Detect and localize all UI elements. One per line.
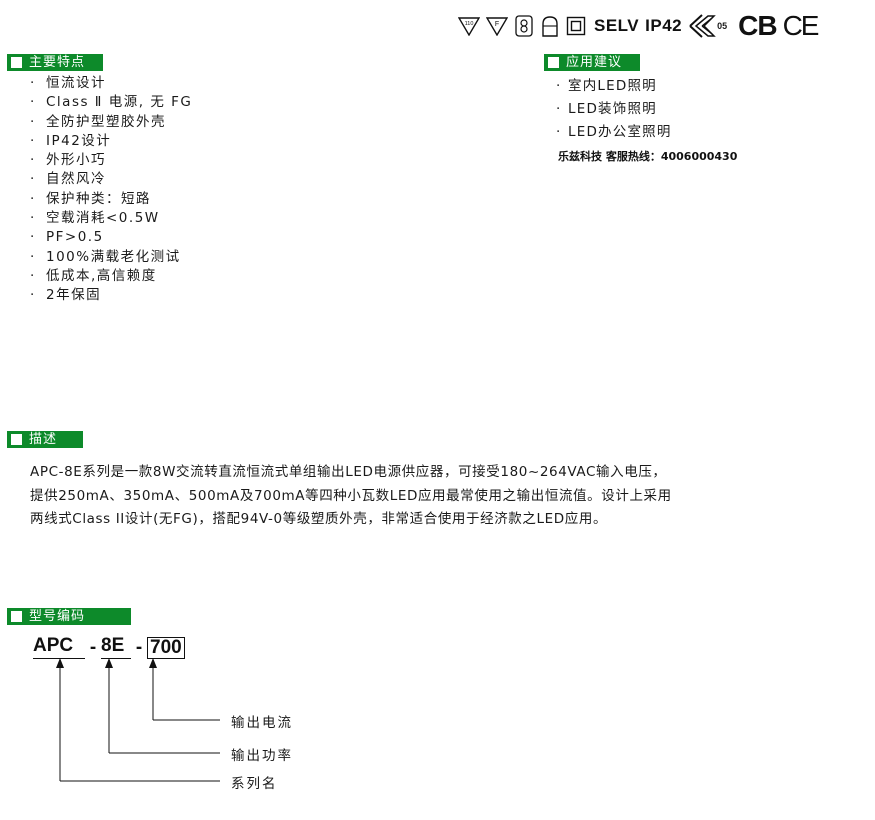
selv-mark: SELV (594, 16, 640, 35)
emc-mark-suffix: 05 (717, 21, 728, 31)
list-item: ·PF>0.5 (30, 229, 104, 246)
list-item: ·IP42设计 (30, 132, 112, 149)
list-item: ·低成本,高信赖度 (30, 267, 157, 284)
cb-mark: CB (738, 10, 777, 41)
model-series-segment: APC (33, 635, 85, 659)
model-code-connector-lines (56, 658, 220, 782)
list-item: ·自然风冷 (30, 171, 106, 188)
certification-marks: 110 F SELV IP42 05 (458, 10, 820, 42)
applications-section-header: 应用建议 (544, 54, 640, 71)
tri1-label: 110 (465, 21, 474, 27)
list-item: ·100%满载老化测试 (30, 248, 181, 265)
list-item: ·保护种类：短路 (30, 190, 151, 207)
safety-transformer-icon (514, 14, 534, 38)
list-item: ·2年保固 (30, 287, 102, 304)
description-section-header: 描述 (7, 431, 83, 448)
model-dash: - (89, 637, 97, 658)
list-item: ·LED办公室照明 (556, 124, 672, 140)
model-code-example: APC - 8E - 700 (33, 633, 185, 659)
temperature-rating-triangle-icon: 110 (458, 16, 480, 36)
list-item: ·全防护型塑胶外壳 (30, 113, 166, 130)
list-item: ·外形小巧 (30, 152, 106, 169)
ip-rating-mark: IP42 (645, 16, 683, 35)
f-mark-triangle-icon: F (486, 16, 508, 36)
ce-mark: CE (782, 10, 820, 41)
description-title: 描述 (29, 432, 58, 447)
enclosure-icon (540, 14, 560, 38)
model-current-segment: 700 (147, 637, 185, 659)
description-text: APC-8E系列是一款8W交流转直流恒流式单组输出LED电源供应器，可接受180… (30, 461, 672, 532)
model-code-title: 型号编码 (29, 609, 86, 624)
list-item: ·室内LED照明 (556, 78, 657, 94)
description-line: APC-8E系列是一款8W交流转直流恒流式单组输出LED电源供应器，可接受180… (30, 464, 667, 480)
header-square-icon (11, 57, 22, 68)
applications-title: 应用建议 (566, 55, 623, 70)
model-code-section-header: 型号编码 (7, 608, 131, 625)
header-square-icon (11, 611, 22, 622)
list-item: ·空载消耗<0.5W (30, 210, 160, 227)
features-list: ·恒流设计 ·Class Ⅱ 电源, 无 FG ·全防护型塑胶外壳 ·IP42设… (30, 74, 192, 306)
list-item: ·恒流设计 (30, 75, 106, 91)
header-square-icon (11, 434, 22, 445)
header-square-icon (548, 57, 559, 68)
list-item: ·LED装饰照明 (556, 101, 657, 117)
customer-hotline: 乐兹科技 客服热线：4006000430 (558, 150, 738, 163)
double-insulation-icon (566, 16, 586, 36)
label-output-current: 输出电流 (231, 715, 293, 731)
description-line: 两线式Class II设计(无FG)，搭配94V-0等级塑质外壳，非常适合使用于… (30, 511, 608, 527)
tri2-label: F (495, 21, 499, 28)
model-dash: - (135, 637, 143, 658)
features-title: 主要特点 (29, 55, 86, 70)
emc-mark-icon: 05 (688, 13, 732, 39)
model-power-segment: 8E (101, 635, 131, 659)
label-series-name: 系列名 (231, 776, 278, 792)
label-output-power: 输出功率 (231, 748, 293, 764)
description-line: 提供250mA、350mA、500mA及700mA等四种小瓦数LED应用最常使用… (30, 487, 672, 504)
features-section-header: 主要特点 (7, 54, 103, 71)
list-item: ·Class Ⅱ 电源, 无 FG (30, 94, 193, 111)
applications-list: ·室内LED照明 ·LED装饰照明 ·LED办公室照明 (556, 75, 672, 144)
